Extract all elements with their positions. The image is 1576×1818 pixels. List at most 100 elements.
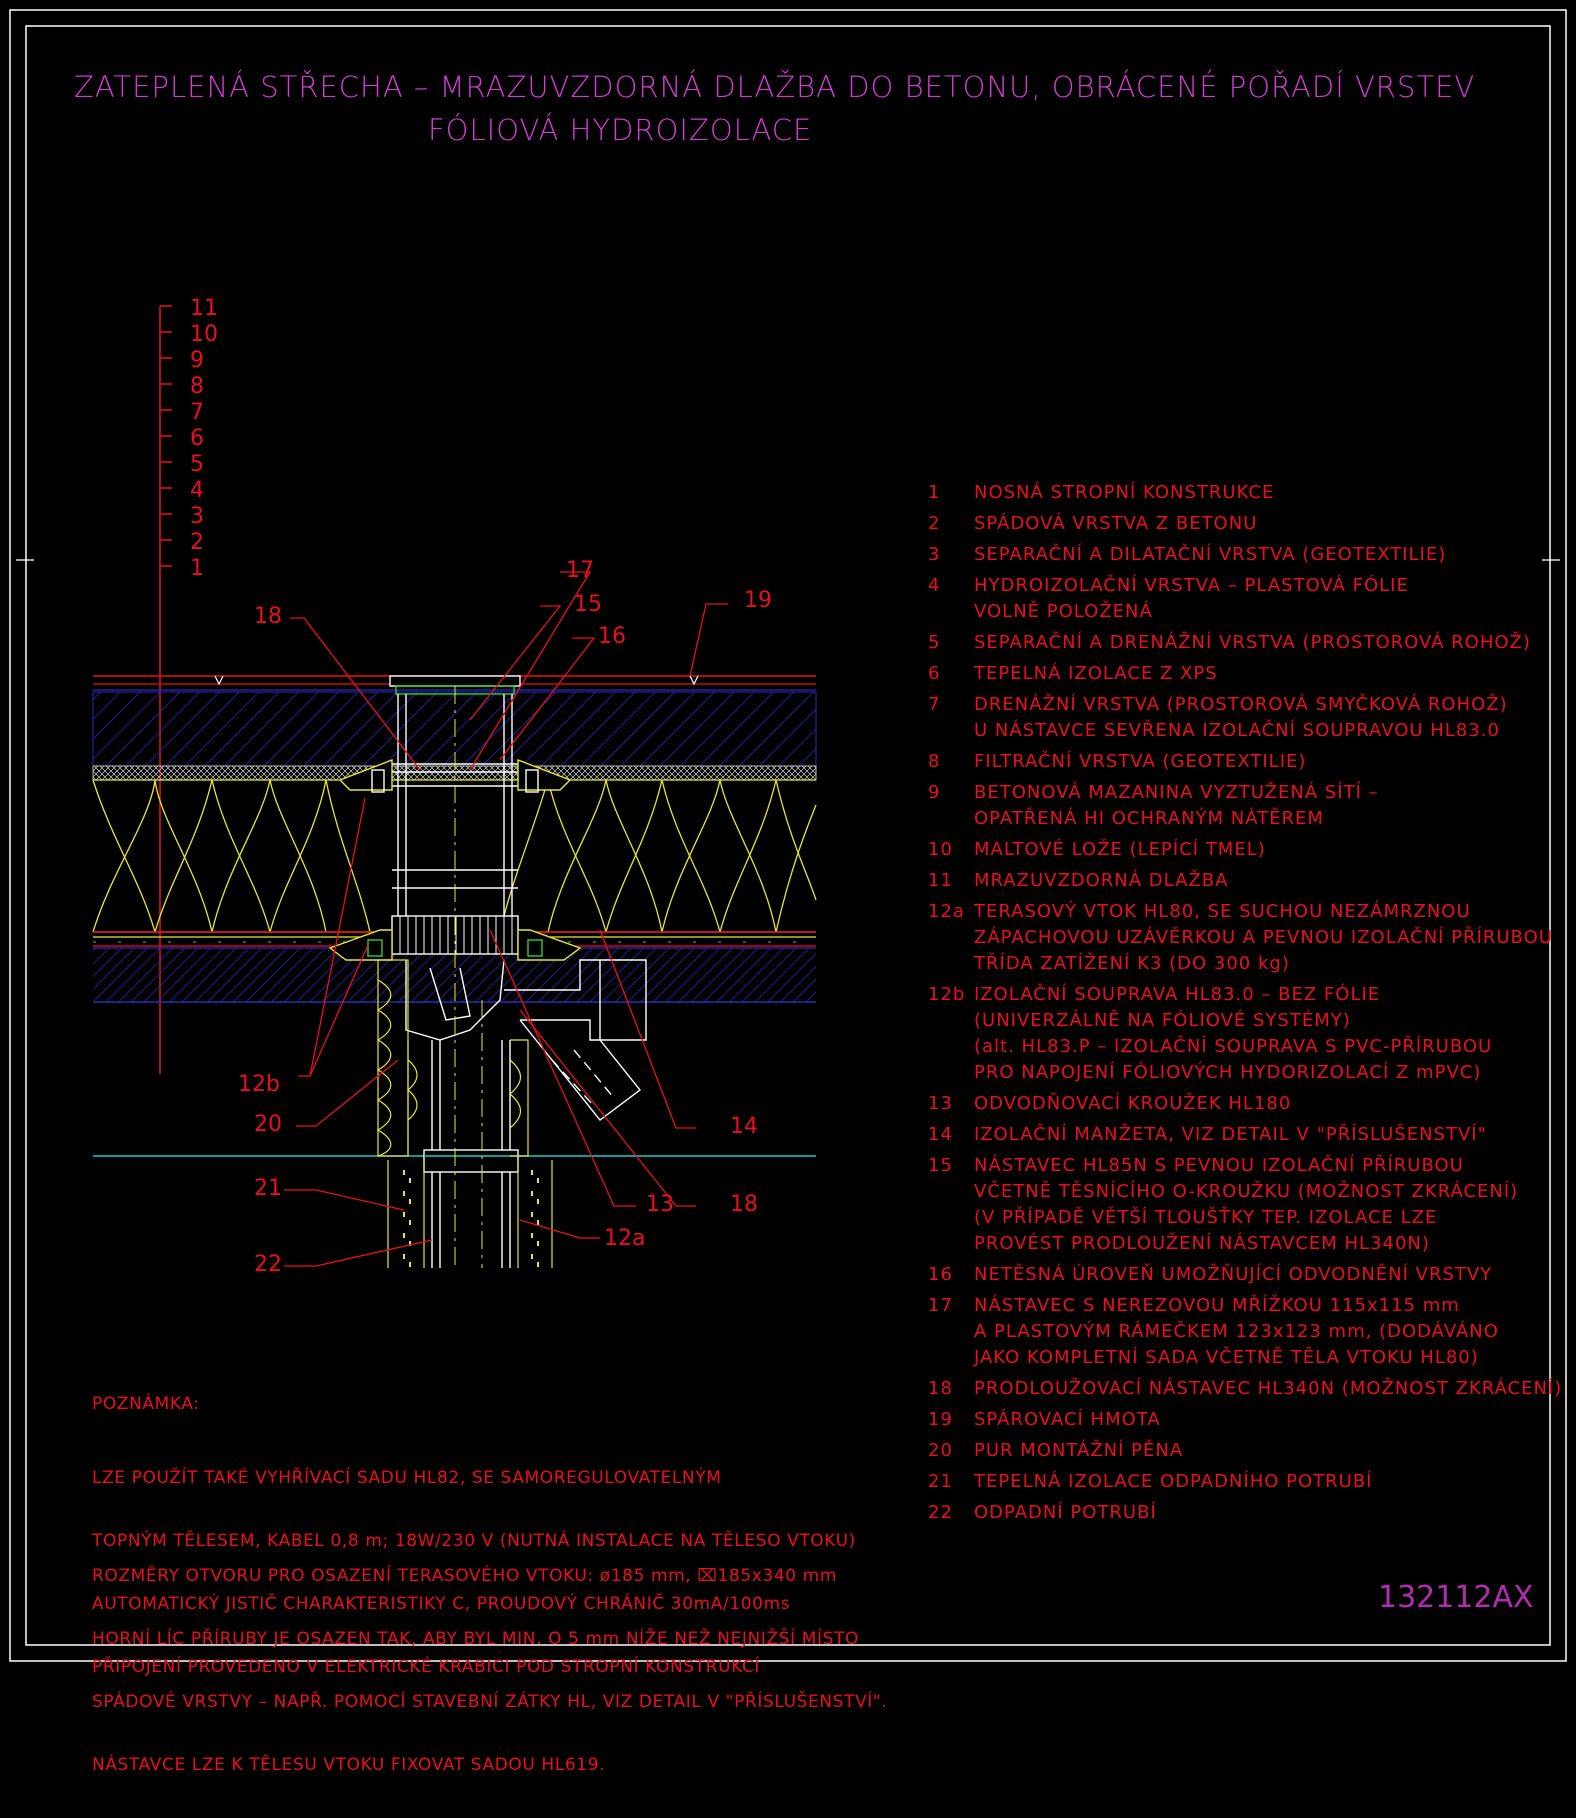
legend-number: 21 [928,1471,953,1492]
scale-label: 2 [190,530,204,555]
legend-number: 14 [928,1124,953,1145]
legend-number: 10 [928,839,953,860]
legend-text: TEPELNÁ IZOLACE ODPADNÍHO POTRUBÍ [974,1471,1373,1492]
note-heading: POZNÁMKA: [92,1394,200,1414]
legend-text: TEPELNÁ IZOLACE Z XPS [974,663,1218,684]
legend-text: SPÁDOVÁ VRSTVA Z BETONU [974,513,1258,534]
note-line: TOPNÝM TĚLESEM, KABEL 0,8 m; 18W/230 V (… [92,1531,856,1551]
legend-text: TŘÍDA ZATÍŽENÍ K3 (DO 300 kg) [974,953,1290,974]
callout-20: 20 [254,1112,282,1137]
scale-label: 6 [190,426,204,451]
legend-text: VOLNĚ POLOŽENÁ [974,601,1153,622]
legend-text: NOSNÁ STROPNÍ KONSTRUKCE [974,482,1275,503]
legend-number: 12a [928,901,965,922]
drawing-sheet: 11 10 9 8 7 6 5 4 3 2 1 [9,9,1567,1775]
legend-text: NETĚSNÁ ÚROVEŇ UMOŽŇUJÍCÍ ODVODNĚNÍ VRST… [974,1264,1493,1285]
callout-16: 16 [598,624,626,649]
drawing-title-line2: FÓLIOVÁ HYDROIZOLACE [428,113,813,147]
legend-text: MRAZUVZDORNÁ DLAŽBA [974,870,1229,891]
scale-label: 4 [190,478,204,503]
legend-text: IZOLAČNÍ MANŽETA, VIZ DETAIL V "PŘÍSLUŠE… [974,1124,1487,1145]
legend-text: ODVODŇOVACÍ KROUŽEK HL180 [974,1093,1292,1114]
scale-label: 11 [190,296,218,321]
scale-label: 10 [190,322,218,347]
pur-foam [376,959,529,1157]
note-line: SPÁDOVÉ VRSTVY – NAPŘ. POMOCÍ STAVEBNÍ Z… [92,1692,888,1712]
callout-22: 22 [254,1252,282,1277]
legend-text: OPATŘENÁ HI OCHRANÝM NÁTĚREM [974,808,1324,829]
legend-text: JAKO KOMPLETNÍ SADA VČETNĚ TĚLA VTOKU HL… [974,1347,1479,1368]
legend-number: 5 [928,632,941,653]
section-drawing: 11 10 9 8 7 6 5 4 3 2 1 [9,9,1567,1662]
legend-number: 22 [928,1502,953,1523]
legend-text: PRODLOUŽOVACÍ NÁSTAVEC HL340N (MOŽNOST Z… [974,1378,1563,1399]
legend-number: 15 [928,1155,953,1176]
legend-text: PUR MONTÁŽNÍ PĚNA [974,1440,1184,1461]
legend-text: ODPADNÍ POTRUBÍ [974,1502,1157,1523]
callout-14: 14 [730,1114,758,1139]
legend-number: 7 [928,694,941,715]
callout-21: 21 [254,1176,282,1201]
legend-number: 3 [928,544,941,565]
legend-text: NÁSTAVEC S NEREZOVOU MŘÍŽKOU 115x115 mm [974,1295,1460,1316]
legend-text: SEPARAČNÍ A DILATAČNÍ VRSTVA (GEOTEXTILI… [974,544,1447,565]
legend-text: IZOLAČNÍ SOUPRAVA HL83.0 – BEZ FÓLIE [974,984,1381,1005]
legend-text: BETONOVÁ MAZANINA VYZTUŽENÁ SÍTÍ – [974,782,1379,803]
legend-number: 18 [928,1378,953,1399]
legend-number: 11 [928,870,953,891]
legend-text: U NÁSTAVCE SEVŘENA IZOLAČNÍ SOUPRAVOU HL… [974,720,1500,741]
legend-number: 19 [928,1409,953,1430]
legend-number: 12b [928,984,966,1005]
legend-text: NÁSTAVEC HL85N S PEVNOU IZOLAČNÍ PŘÍRUBO… [974,1155,1464,1176]
legend-text: A PLASTOVÝM RÁMEČKEM 123x123 mm, (DODÁVÁ… [974,1321,1499,1342]
legend-text: ZÁPACHOVOU UZÁVĚRKOU A PEVNOU IZOLAČNÍ P… [974,927,1553,948]
legend-number: 20 [928,1440,953,1461]
callout-15: 15 [574,592,602,617]
legend-number: 13 [928,1093,953,1114]
legend-text: (UNIVERZÁLNĚ NA FÓLIOVÉ SYSTÉMY) [974,1010,1351,1031]
callout-19: 19 [744,588,772,613]
layer-scale-labels: 11 10 9 8 7 6 5 4 3 2 1 [190,296,218,581]
leader-lines [284,571,728,1267]
scale-label: 1 [190,556,204,581]
pipe-insulation [387,1160,553,1268]
inner-frame [25,25,1551,1646]
legend-number: 8 [928,751,941,772]
legend-number: 17 [928,1295,953,1316]
legend-text: VČETNĚ TĚSNÍCÍHO O-KROUŽKU (MOŽNOST ZKRÁ… [974,1181,1519,1202]
drawing-title-line1: ZATEPLENÁ STŘECHA – MRAZUVZDORNÁ DLAŽBA … [74,70,1476,104]
legend-text: MALTOVÉ LOŽE (LEPÍCÍ TMEL) [974,839,1266,860]
drain-assembly [328,675,647,1268]
callout-12b: 12b [238,1072,280,1097]
note-line: HORNÍ LÍC PŘÍRUBY JE OSAZEN TAK, ABY BYL… [92,1629,859,1649]
scale-label: 5 [190,452,204,477]
legend-number: 4 [928,575,941,596]
callout-18-top: 18 [254,604,282,629]
note-line: ROZMĚRY OTVORU PRO OSAZENÍ TERASOVÉHO VT… [92,1566,837,1586]
scale-label: 3 [190,504,204,529]
legend-text: PROVÉST PRODLOUŽENÍ NÁSTAVCEM HL340N) [974,1233,1430,1254]
legend-number: 1 [928,482,941,503]
legend-text: PRO NAPOJENÍ FÓLIOVÝCH HYDORIZOLACÍ Z mP… [974,1062,1482,1083]
legend-number: 2 [928,513,941,534]
legend-text: DRENÁŽNÍ VRSTVA (PROSTOROVÁ SMYČKOVÁ ROH… [974,694,1508,715]
scale-label: 9 [190,348,204,373]
note-line: NÁSTAVCE LZE K TĚLESU VTOKU FIXOVAT SADO… [92,1755,606,1775]
legend-text: HYDROIZOLAČNÍ VRSTVA – PLASTOVÁ FÓLIE [974,575,1409,596]
legend-number: 9 [928,782,941,803]
legend-text: (alt. HL83.P – IZOLAČNÍ SOUPRAVA S PVC-P… [974,1036,1493,1057]
legend-text: FILTRAČNÍ VRSTVA (GEOTEXTILIE) [974,751,1307,772]
scale-label: 7 [190,400,204,425]
legend-text: (V PŘÍPADĚ VĚTŠÍ TLOUŠŤKY TEP. IZOLACE L… [974,1207,1438,1228]
drawing-code: 132112AX [1378,1580,1534,1615]
note-line: LZE POUŽÍT TAKÉ VYHŘÍVACÍ SADU HL82, SE … [92,1468,722,1488]
legend-text: TERASOVÝ VTOK HL80, SE SUCHOU NEZÁMRZNOU [974,901,1471,922]
legend-text: SEPARAČNÍ A DRENÁŽNÍ VRSTVA (PROSTOROVÁ … [974,632,1531,653]
scale-label: 8 [190,374,204,399]
outer-frame [9,9,1567,1662]
legend-number: 16 [928,1264,953,1285]
note-line: AUTOMATICKÝ JISTIČ CHARAKTERISTIKY C, PR… [92,1594,791,1614]
note-paragraph-2: ROZMĚRY OTVORU PRO OSAZENÍ TERASOVÉHO VT… [92,1524,887,1818]
callout-18-bottom: 18 [730,1192,758,1217]
callout-13: 13 [646,1192,674,1217]
